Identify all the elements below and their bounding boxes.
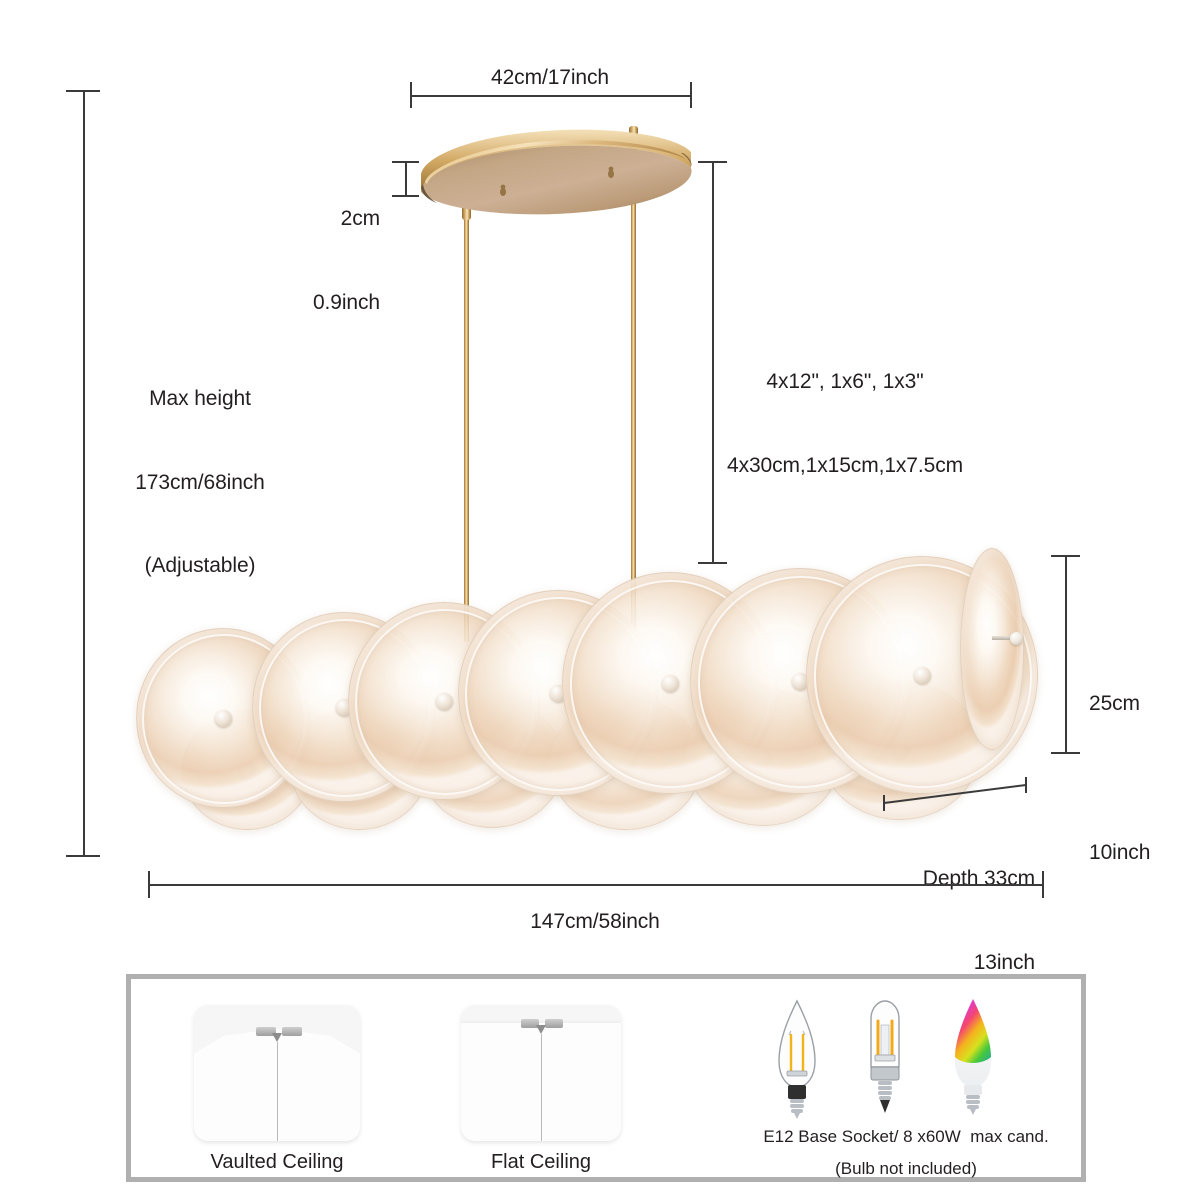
drop-rod-right	[631, 144, 636, 644]
bulb-socket-label: E12 Base Socket/ 8 x60W max cand.	[763, 1127, 1049, 1146]
rod-length-tick-top	[698, 161, 727, 163]
vaulted-mount-wire	[277, 1042, 278, 1141]
depth-line-1: Depth 33cm	[922, 867, 1035, 891]
rod-length-tick-bottom	[698, 562, 727, 564]
vaulted-mount-plate-right	[282, 1027, 302, 1036]
flat-mount-wire	[541, 1034, 542, 1141]
canopy-width-dimension-line	[410, 95, 690, 97]
rod-length-label: 4x12", 1x6", 1x3" 4x30cm,1x15cm,1x7.5cm	[720, 313, 970, 535]
rod-length-dimension-line	[712, 161, 714, 562]
max-height-tick-bottom	[66, 855, 100, 857]
canopy-thickness-line-2: 0.9inch	[312, 290, 380, 314]
vaulted-ceiling-illustration	[194, 1005, 360, 1141]
fixture-height-line-2: 10inch	[1089, 841, 1151, 865]
max-height-line-3: (Adjustable)	[144, 553, 256, 577]
canopy-thickness-dimension-line	[405, 161, 407, 195]
canopy-width-tick-left	[410, 82, 412, 108]
canopy-thickness-label: 2cm 0.9inch	[245, 150, 380, 372]
rod-length-line-2: 4x30cm,1x15cm,1x7.5cm	[727, 453, 963, 477]
flat-ceiling-illustration	[461, 1005, 621, 1141]
canopy-width-tick-right	[690, 82, 692, 108]
vaulted-ceiling-caption: Vaulted Ceiling	[210, 1151, 344, 1173]
depth-dimension-line	[883, 777, 1027, 811]
flat-mount-cone	[536, 1025, 546, 1034]
glass-disc-8-edge	[960, 548, 1024, 750]
drop-rod-left	[464, 212, 469, 642]
rod-length-line-1: 4x12", 1x6", 1x3"	[766, 370, 924, 394]
max-height-line-2: 173cm/68inch	[135, 470, 265, 494]
glass-disc-7-rim	[814, 564, 1032, 788]
glass-disc-8-finial	[992, 632, 1023, 645]
overall-width-tick-right	[1042, 871, 1044, 898]
max-height-label: Max height 173cm/68inch (Adjustable)	[110, 330, 290, 635]
glass-disc-row	[120, 520, 1040, 850]
overall-width-label: 147cm/58inch	[530, 910, 660, 933]
max-height-line-1: Max height	[149, 387, 251, 411]
rgb-smart-candle-bulb-icon	[955, 999, 991, 1115]
flat-mount-plate-left	[521, 1019, 539, 1028]
canopy-width-label: 42cm/17inch	[491, 66, 609, 89]
fixture-height-tick-top	[1051, 555, 1080, 557]
vaulted-mount-plate-left	[256, 1027, 276, 1036]
vaulted-mount-cone	[272, 1033, 282, 1042]
canopy-thickness-tick-top	[392, 161, 419, 163]
bulb-not-included-note: (Bulb not included)	[835, 1159, 977, 1178]
installation-options-panel: Vaulted Ceiling Flat Ceiling	[126, 974, 1086, 1182]
fixture-height-label: 25cm 10inch	[1089, 635, 1199, 922]
candle-filament-bulb-icon	[778, 999, 816, 1119]
canopy-thickness-line-1: 2cm	[340, 207, 380, 231]
canopy-assembly	[415, 112, 705, 644]
flat-ceiling-caption: Flat Ceiling	[490, 1151, 592, 1173]
max-height-tick-top	[66, 90, 100, 92]
fixture-height-dimension-line	[1065, 555, 1067, 752]
tubular-filament-bulb-icon	[870, 1000, 900, 1113]
depth-line-2: 13inch	[973, 950, 1035, 974]
overall-width-tick-left	[148, 871, 150, 898]
max-height-dimension-line	[83, 90, 85, 856]
canopy-plate-icon	[421, 129, 692, 215]
flat-mount-plate-right	[545, 1019, 563, 1028]
canopy-thickness-tick-bottom	[392, 195, 419, 197]
fixture-height-tick-bottom	[1051, 752, 1080, 754]
overall-width-dimension-line	[148, 884, 1042, 886]
fixture-height-line-1: 25cm	[1089, 692, 1140, 716]
